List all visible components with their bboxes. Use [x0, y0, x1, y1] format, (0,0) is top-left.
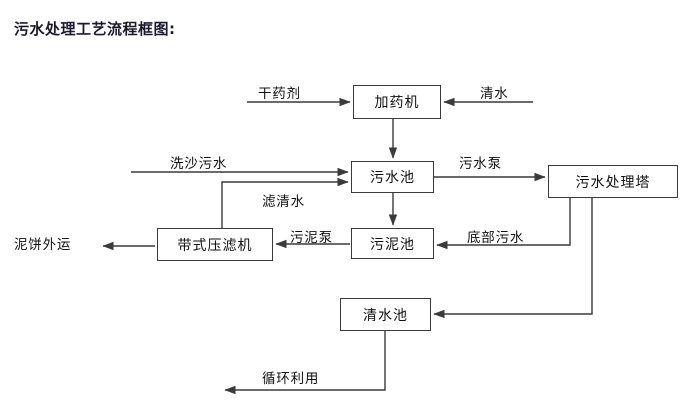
- edge-filtrate-to-sewage-pool: [221, 177, 349, 228]
- edge-label-filtrate-water: 滤清水: [262, 194, 305, 210]
- node-sludge-pool[interactable]: 污泥池: [351, 228, 434, 259]
- node-label: 污水处理塔: [575, 174, 651, 191]
- node-label: 污泥池: [370, 236, 415, 253]
- node-label: 污水池: [370, 170, 415, 186]
- edge-tower-bottom-sewage-to-sludge-pool: [436, 198, 571, 250]
- edge-label-dry-agent: 干药剂: [258, 86, 301, 102]
- edge-label-recycle-use: 循环利用: [262, 371, 320, 387]
- edge-label-clean-water: 清水: [480, 86, 509, 102]
- terminal-label-mud-cake-transport: 泥饼外运: [14, 237, 72, 253]
- node-belt-filter-press[interactable]: 带式压滤机: [157, 228, 273, 261]
- node-sewage-pool[interactable]: 污水池: [351, 161, 434, 193]
- edge-label-sewage-pump: 污水泵: [459, 156, 502, 172]
- node-clearwater-pool[interactable]: 清水池: [340, 298, 431, 331]
- node-label: 加药机: [374, 95, 420, 111]
- edge-label-bottom-sewage: 底部污水: [467, 230, 525, 246]
- node-dosing-machine[interactable]: 加药机: [353, 85, 441, 119]
- edge-tower-to-clearwater-pool: [433, 198, 593, 319]
- node-label: 清水池: [363, 307, 408, 324]
- node-treatment-tower[interactable]: 污水处理塔: [548, 165, 678, 198]
- edge-label-sludge-pump: 污泥泵: [290, 230, 333, 246]
- node-label: 带式压滤机: [177, 237, 253, 254]
- edge-clearwater-pool-to-recycle: [224, 331, 386, 395]
- page-title: 污水处理工艺流程框图:: [14, 20, 176, 38]
- edge-label-sand-wash-sewage: 洗沙污水: [170, 156, 228, 172]
